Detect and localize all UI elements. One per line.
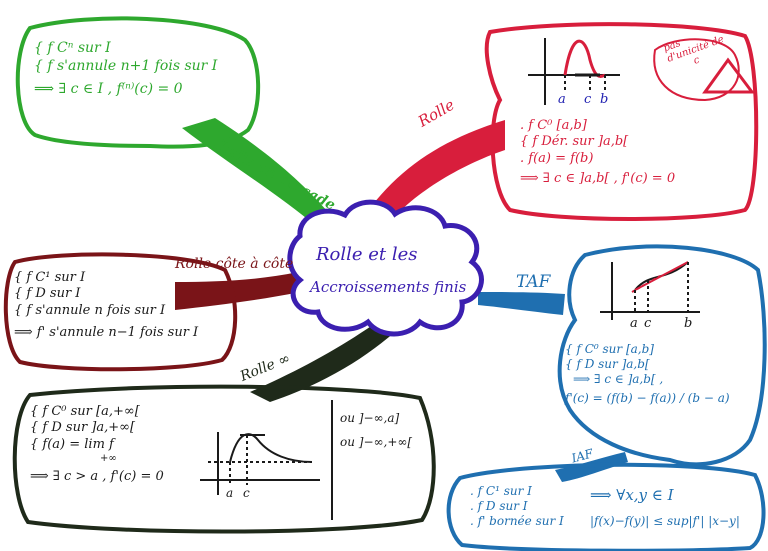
infinity-line: { f D sur ]a,+∞[: [30, 420, 136, 436]
infinity-side-note: ou ]−∞,a]: [340, 411, 400, 425]
taf-line: ⟹ ∃ c ∈ ]a,b[ ,: [573, 372, 664, 386]
warning-triangle-icon: [702, 57, 755, 94]
bubble-cascade: [15, 16, 261, 149]
connector-rolle: [360, 120, 505, 228]
infinity-side-notes: ou ]−∞,a] ou ]−∞,+∞[: [340, 406, 412, 454]
connector-cote: [175, 272, 300, 310]
center-title-line2: Accroissements finis: [310, 278, 467, 296]
infinity-tick-c: c: [243, 486, 250, 500]
cote-line: { f D sur I: [14, 286, 81, 302]
content-iaf: . f C¹ sur I . f D sur I . f' bornée sur…: [470, 484, 564, 529]
infinity-line: { f(a) = lim f: [30, 436, 114, 452]
note-bubble: [653, 38, 740, 102]
iaf-result-1: ⟹ ∀x,y ∈ I: [590, 486, 674, 504]
connector-cascade: [182, 118, 328, 228]
rolle-graph: [528, 38, 620, 105]
center-title-line1: Rolle et les: [316, 244, 418, 265]
taf-tick-b: b: [684, 316, 693, 331]
content-rolle: . f C⁰ [a,b] { f Dér. sur ]a,b[ . f(a) =…: [520, 118, 675, 187]
content-cote: { f C¹ sur I { f D sur I { f s'annule n …: [14, 270, 198, 341]
iaf-line: . f C¹ sur I: [470, 484, 532, 498]
rolle-tick-c: c: [584, 92, 592, 107]
center-cloud: [287, 199, 484, 337]
label-taf: TAF: [516, 272, 551, 292]
label-rolle-cote: Rolle côte à côte: [175, 256, 294, 272]
infinity-side-note: ou ]−∞,+∞[: [340, 435, 413, 449]
cote-line: ⟹ f' s'annule n−1 fois sur I: [14, 324, 199, 340]
bubble-iaf: [446, 462, 766, 551]
rolle-line: { f Dér. sur ]a,b[: [520, 134, 629, 150]
iaf-result-2: |f(x)−f(y)| ≤ sup|f'| |x−y|: [590, 514, 740, 528]
cascade-line: ⟹ ∃ c ∈ I , f⁽ⁿ⁾(c) = 0: [34, 81, 183, 97]
taf-graph: [600, 261, 700, 320]
bubble-infinity: [12, 384, 436, 534]
rolle-line: . f C⁰ [a,b]: [520, 118, 587, 133]
rolle-tick-b: b: [600, 92, 609, 107]
connector-taf: [478, 292, 565, 315]
rolle-line: ⟹ ∃ c ∈ ]a,b[ , f'(c) = 0: [520, 170, 676, 186]
infinity-tick-a: a: [226, 486, 234, 500]
cote-line: { f s'annule n fois sur I: [14, 302, 166, 318]
connector-infinity: [250, 320, 395, 402]
bubble-rolle: [484, 22, 759, 221]
iaf-line: . f D sur I: [470, 499, 528, 513]
taf-tick-c: c: [644, 316, 652, 331]
infinity-line: { f C⁰ sur [a,+∞[: [30, 404, 140, 419]
infinity-line: ⟹ ∃ c > a , f'(c) = 0: [30, 469, 164, 485]
taf-line: { f C⁰ sur [a,b]: [565, 342, 654, 356]
infinity-line: +∞: [100, 452, 117, 464]
taf-tick-a: a: [630, 316, 638, 331]
iaf-line: . f' bornée sur I: [470, 514, 564, 528]
bubble-taf: [557, 244, 767, 467]
taf-line: f'(c) = (f(b) − f(a)) / (b − a): [565, 391, 730, 405]
rolle-tick-a: a: [558, 92, 566, 107]
bubble-cote: [3, 252, 238, 372]
cascade-line: { f s'annule n+1 fois sur I: [34, 57, 218, 74]
content-cascade: { f Cⁿ sur I { f s'annule n+1 fois sur I…: [34, 40, 217, 99]
rolle-line: . f(a) = f(b): [520, 150, 594, 166]
cascade-line: { f Cⁿ sur I: [34, 40, 111, 56]
cote-line: { f C¹ sur I: [14, 270, 86, 285]
content-taf: { f C⁰ sur [a,b] { f D sur ]a,b[ ⟹ ∃ c ∈…: [565, 342, 730, 406]
content-infinity: { f C⁰ sur [a,+∞[ { f D sur ]a,+∞[ { f(a…: [30, 404, 164, 486]
taf-line: { f D sur ]a,b[: [565, 357, 650, 371]
infinity-graph: [200, 432, 320, 495]
